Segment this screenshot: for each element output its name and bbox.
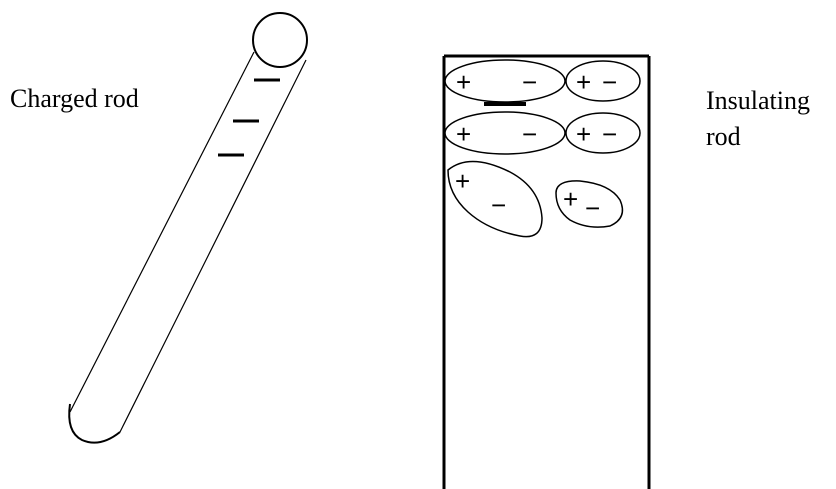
dipole-row2-large: + − xyxy=(445,112,565,154)
insulating-rod-label-line1: Insulating xyxy=(706,86,810,115)
charged-rod-bottom-end xyxy=(69,404,120,443)
dipole-minus: − xyxy=(522,119,537,149)
dipole-plus: + xyxy=(455,166,470,196)
dipole-minus: − xyxy=(602,67,617,97)
dipole-row1-small: + − xyxy=(566,61,640,101)
dipole-minus: − xyxy=(602,119,617,149)
dipole-tilted-small: + − xyxy=(556,181,622,227)
dipole-plus: + xyxy=(576,67,591,97)
dipole-minus: − xyxy=(585,193,600,223)
insulating-rod xyxy=(444,56,649,489)
dipole-minus: − xyxy=(522,67,537,97)
dipole-row2-small: + − xyxy=(566,113,640,153)
dipole-plus: + xyxy=(456,67,471,97)
charged-rod-top-end xyxy=(253,13,307,67)
dipole-tilted-large: + − xyxy=(448,161,542,236)
dipole-plus: + xyxy=(576,119,591,149)
dipole-row1-large: + − xyxy=(445,60,565,102)
charged-rod-label: Charged rod xyxy=(10,84,139,113)
dipole-minus: − xyxy=(491,190,506,220)
insulating-rod-label-line2: rod xyxy=(706,122,741,151)
charged-rod-right-edge xyxy=(120,60,306,432)
charged-rod xyxy=(69,13,307,443)
dipole-plus: + xyxy=(563,184,578,214)
dipole-plus: + xyxy=(456,119,471,149)
